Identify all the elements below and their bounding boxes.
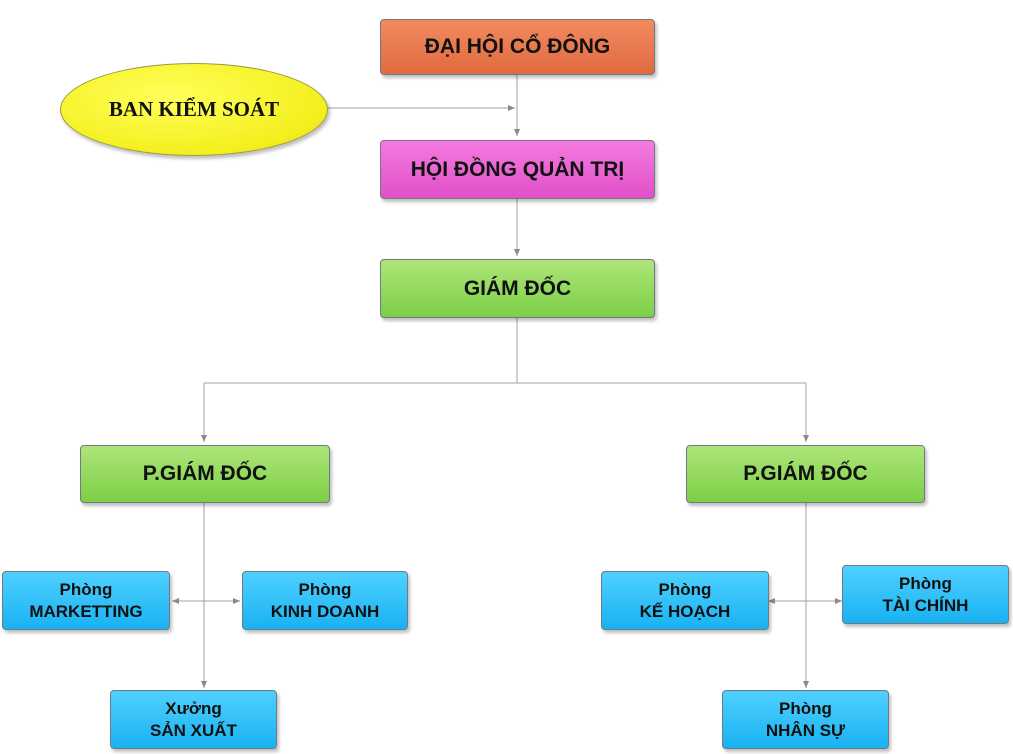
planning-dept-line1: Phòng xyxy=(658,579,712,599)
deputy-director-left-label: P.GIÁM ĐỐC xyxy=(142,462,268,485)
planning-dept-box: Phòng KẾ HOẠCH xyxy=(601,571,769,630)
supervisory-ellipse: BAN KIỂM SOÁT xyxy=(60,63,328,156)
board-label: HỘI ĐỒNG QUẢN TRỊ xyxy=(410,157,625,181)
hr-dept-line2: NHÂN SỰ xyxy=(765,720,846,740)
finance-dept-line2: TÀI CHÍNH xyxy=(882,595,969,615)
marketing-dept-line1: Phòng xyxy=(59,579,113,599)
workshop-line2: SẢN XUẤT xyxy=(150,720,237,740)
marketing-dept-line2: MARKETTING xyxy=(29,601,143,621)
shareholders-box: ĐẠI HỘI CỔ ĐÔNG xyxy=(380,19,655,75)
hr-dept-box: Phòng NHÂN SỰ xyxy=(722,690,889,749)
sales-dept-line2: KINH DOANH xyxy=(270,601,380,621)
deputy-director-right-label: P.GIÁM ĐỐC xyxy=(743,462,868,485)
shareholders-label: ĐẠI HỘI CỔ ĐÔNG xyxy=(424,35,611,58)
workshop-line1: Xưởng xyxy=(165,698,222,718)
marketing-dept-box: Phòng MARKETTING xyxy=(2,571,170,630)
planning-dept-line2: KẾ HOẠCH xyxy=(639,601,731,621)
director-label: GIÁM ĐỐC xyxy=(463,276,572,300)
deputy-director-left-box: P.GIÁM ĐỐC xyxy=(80,445,330,503)
sales-dept-box: Phòng KINH DOANH xyxy=(242,571,408,630)
workshop-box: Xưởng SẢN XUẤT xyxy=(110,690,277,749)
finance-dept-box: Phòng TÀI CHÍNH xyxy=(842,565,1009,624)
supervisory-label: BAN KIỂM SOÁT xyxy=(108,97,280,121)
board-box: HỘI ĐỒNG QUẢN TRỊ xyxy=(380,140,655,199)
deputy-director-right-box: P.GIÁM ĐỐC xyxy=(686,445,925,503)
sales-dept-line1: Phòng xyxy=(298,579,352,599)
finance-dept-line1: Phòng xyxy=(899,573,952,593)
hr-dept-line1: Phòng xyxy=(779,698,832,718)
director-box: GIÁM ĐỐC xyxy=(380,259,655,318)
